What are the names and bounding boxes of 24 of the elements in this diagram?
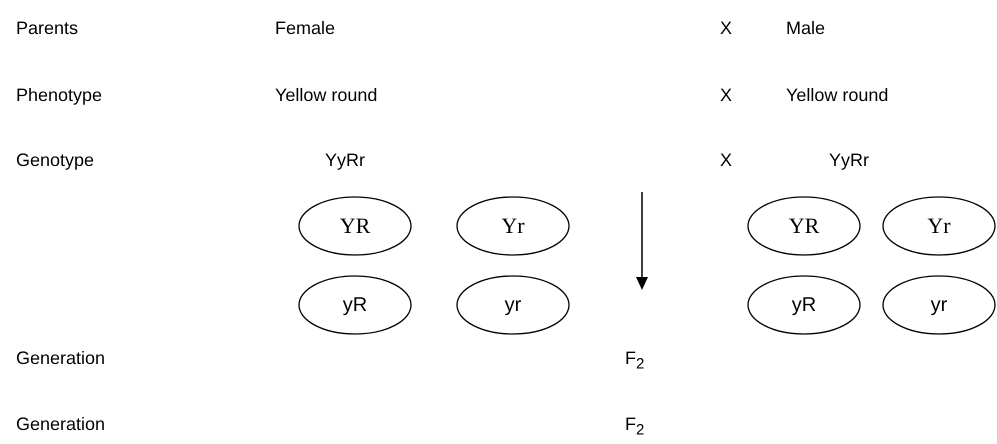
generation-label: F$_{2}$ [625,347,644,375]
gamete-label: YR [788,213,820,239]
gamete-label: YR [340,213,370,239]
gamete-label: Yr [927,213,951,239]
row-label: Generation [16,413,106,435]
cross-sign: X [720,149,732,171]
parent-label: Female [275,17,336,39]
phenotype-label: Yellow round [275,84,378,106]
cross-sign: X [720,84,732,106]
phenotype-label: Yellow round [786,84,888,106]
parent-label: Male [786,17,826,39]
row-label: Generation [16,347,106,369]
genotype-label: YyRr [829,149,869,171]
gamete-label: yR [792,294,816,316]
row-label: Genotype [16,149,94,171]
gamete-label: yr [504,294,522,316]
gamete-label: Yr [501,213,525,239]
row-label: Parents [16,17,78,39]
genotype-label: YyRr [325,149,365,171]
gamete-label: yR [342,294,368,316]
generation-label: F$_{2}$ [625,413,644,441]
gamete-label: yr [930,294,948,316]
row-label: Phenotype [16,84,102,106]
cross-sign: X [720,17,732,39]
